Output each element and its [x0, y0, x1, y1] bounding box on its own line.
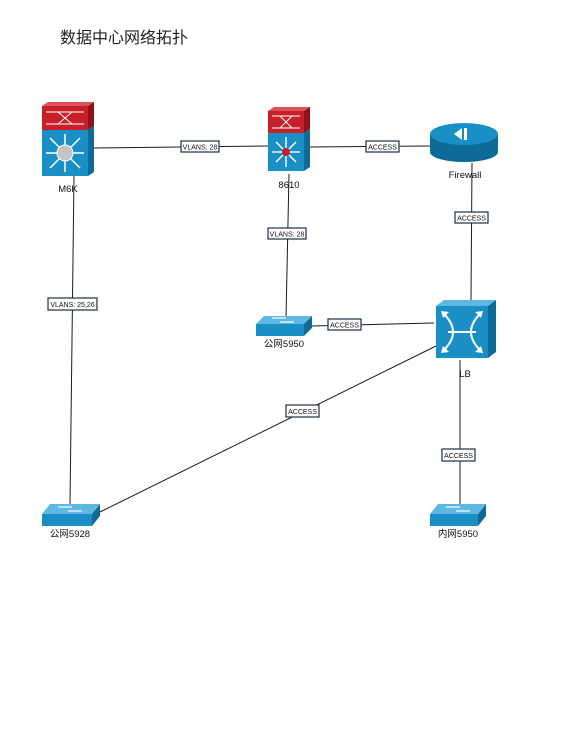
svg-text:ACCESS: ACCESS — [288, 409, 317, 416]
svg-text:VLANS: 25,26: VLANS: 25,26 — [50, 302, 94, 309]
edge-label-m6k-pub5928: VLANS: 25,26 — [47, 297, 98, 311]
edge-label-lb-pub5928: ACCESS — [285, 404, 320, 418]
in5950-label: 内网5950 — [438, 528, 478, 540]
link-firewall-lb — [470, 162, 473, 301]
svg-text:VLANS: 28: VLANS: 28 — [270, 232, 305, 239]
link-8610-pub5950 — [285, 173, 290, 319]
svg-text:ACCESS: ACCESS — [330, 323, 359, 330]
edge-label-lb-in5950: ACCESS — [441, 448, 476, 462]
link-m6k-pub5928 — [69, 175, 75, 505]
lb-switch-icon — [436, 300, 496, 358]
edge-label-8610-pub5950: VLANS: 28 — [267, 227, 307, 240]
pub5928-switch-icon — [42, 504, 100, 526]
link-lb-pub5928 — [99, 345, 437, 513]
s8610-label: 8610 — [278, 180, 299, 191]
edge-label-firewall-lb: ACCESS — [454, 211, 489, 224]
edge-label-m6k-8610: VLANS: 28 — [180, 140, 220, 153]
diagram-title: 数据中心网络拓扑 — [60, 28, 189, 47]
in5950-switch-icon — [430, 504, 486, 526]
edge-label-8610-firewall: ACCESS — [365, 140, 400, 153]
s8610-switch-icon — [268, 107, 310, 171]
svg-text:ACCESS: ACCESS — [457, 216, 486, 223]
firewall-label: Firewall — [449, 170, 482, 181]
firewall-icon — [430, 123, 498, 162]
pub5950-label: 公网5950 — [264, 339, 304, 350]
m6k-label: M6K — [58, 184, 78, 195]
pub5950-switch-icon — [256, 316, 312, 336]
svg-text:ACCESS: ACCESS — [368, 145, 397, 152]
svg-text:VLANS: 28: VLANS: 28 — [183, 145, 218, 152]
lb-label: LB — [459, 369, 471, 380]
svg-text:ACCESS: ACCESS — [444, 453, 473, 460]
pub5928-label: 公网5928 — [50, 529, 90, 540]
edge-label-pub5950-lb: ACCESS — [327, 318, 362, 331]
m6k-switch-icon — [42, 102, 94, 176]
